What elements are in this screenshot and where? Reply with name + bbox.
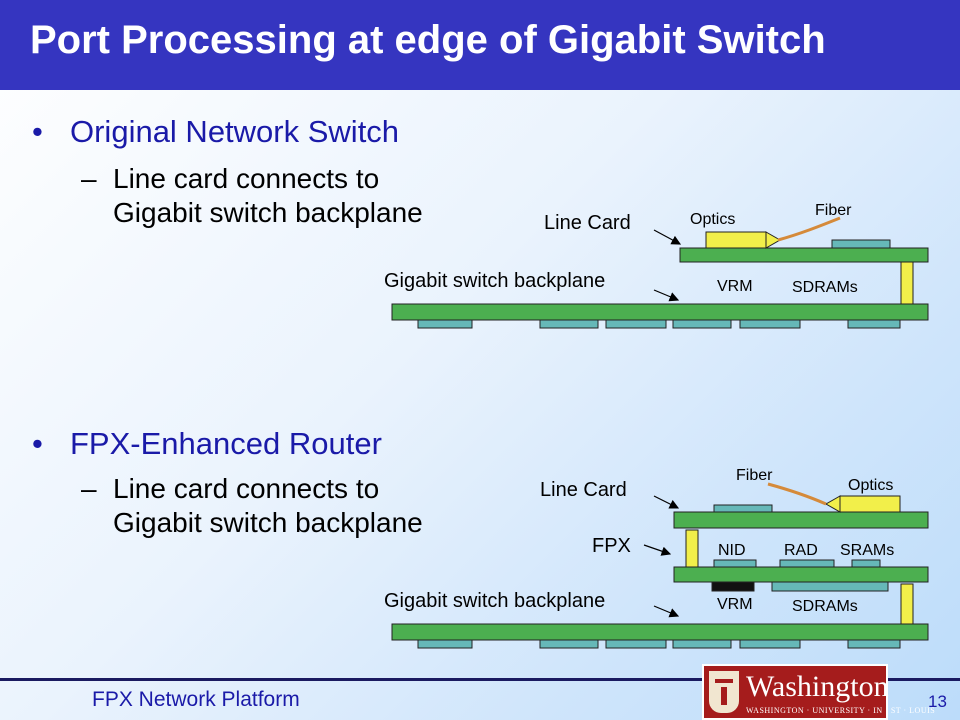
fpx-connector [685, 529, 699, 568]
label-sdrams: SDRAMs [792, 279, 858, 296]
backplane-chip [672, 319, 732, 329]
bullet-text: Original Network Switch [70, 114, 400, 149]
label-backplane: Gigabit switch backplane [384, 270, 606, 292]
sub-line2: Gigabit switch backplane [113, 507, 423, 538]
backplane-chip [605, 319, 667, 329]
label-line-card: Line Card [540, 479, 627, 501]
label-vrm: VRM [717, 596, 753, 613]
rad-chip [779, 559, 835, 568]
backplane-chip [539, 639, 599, 649]
sub-bullet-2: – Line card connects to Gigabit switch b… [81, 472, 423, 540]
label-optics: Optics [690, 211, 736, 228]
optics-module [705, 231, 767, 249]
sub-bullet-1: – Line card connects to Gigabit switch b… [81, 162, 423, 230]
label-fiber: Fiber [736, 467, 773, 484]
bullet-fpx-enhanced-router: • FPX-Enhanced Router [32, 426, 382, 462]
backplane-chip [739, 319, 801, 329]
fpx-vrm-chip [711, 581, 755, 592]
line-card-arrow [653, 229, 682, 245]
connector [900, 583, 914, 625]
bullet-dot: • [32, 426, 43, 461]
backplane-chip [847, 639, 901, 649]
dash: – [81, 163, 97, 194]
footer-rule [0, 678, 960, 681]
label-fpx: FPX [592, 535, 631, 557]
line-card-chip [831, 239, 891, 249]
fiber-cable [777, 216, 841, 242]
page-number: 13 [928, 692, 947, 711]
line-card-chip [713, 504, 773, 513]
optics-module [839, 495, 901, 513]
sram-chip [851, 559, 881, 568]
label-backplane: Gigabit switch backplane [384, 590, 606, 612]
line-card-board [673, 511, 929, 529]
shield-icon [709, 671, 739, 713]
backplane-chip [739, 639, 801, 649]
bullet-text: FPX-Enhanced Router [70, 426, 382, 461]
backplane-chip [539, 319, 599, 329]
backplane-board [391, 623, 929, 641]
title-bar [0, 0, 960, 90]
washington-university-logo: Washington WASHINGTON · UNIVERSITY · IN … [702, 664, 935, 720]
fiber-cable [767, 482, 827, 506]
optics-taper [824, 495, 841, 513]
sub-line1: Line card connects to [113, 473, 380, 504]
label-fiber: Fiber [815, 202, 852, 219]
backplane-chip [417, 639, 473, 649]
label-rad: RAD [784, 542, 818, 559]
nid-chip [713, 559, 757, 568]
label-sdrams: SDRAMs [792, 598, 858, 615]
backplane-arrow [653, 289, 680, 302]
connector [900, 261, 914, 305]
logo-wordmark: Washington [746, 670, 889, 703]
dash: – [81, 473, 97, 504]
label-vrm: VRM [717, 278, 753, 295]
slide-title: Port Processing at edge of Gigabit Switc… [30, 18, 826, 62]
bullet-dot: • [32, 114, 43, 149]
backplane-board [391, 303, 929, 321]
line-card-board [679, 247, 929, 263]
bullet-original-network-switch: • Original Network Switch [32, 114, 400, 150]
backplane-chip [417, 319, 473, 329]
footer-text: FPX Network Platform [92, 688, 300, 711]
backplane-chip [672, 639, 732, 649]
logo-subline: WASHINGTON · UNIVERSITY · IN · ST · LOUI… [746, 706, 936, 715]
line-card-arrow [653, 495, 680, 509]
backplane-chip [605, 639, 667, 649]
sub-line2: Gigabit switch backplane [113, 197, 423, 228]
sub-line1: Line card connects to [113, 163, 380, 194]
label-nid: NID [718, 542, 746, 559]
label-srams: SRAMs [840, 542, 895, 559]
fpx-board [673, 566, 929, 583]
fpx-sdram-chip [771, 581, 889, 592]
label-optics: Optics [848, 477, 894, 494]
backplane-arrow [653, 605, 680, 618]
label-line-card: Line Card [544, 212, 631, 234]
backplane-chip [847, 319, 901, 329]
fpx-arrow [643, 544, 672, 556]
optics-taper [765, 231, 782, 249]
